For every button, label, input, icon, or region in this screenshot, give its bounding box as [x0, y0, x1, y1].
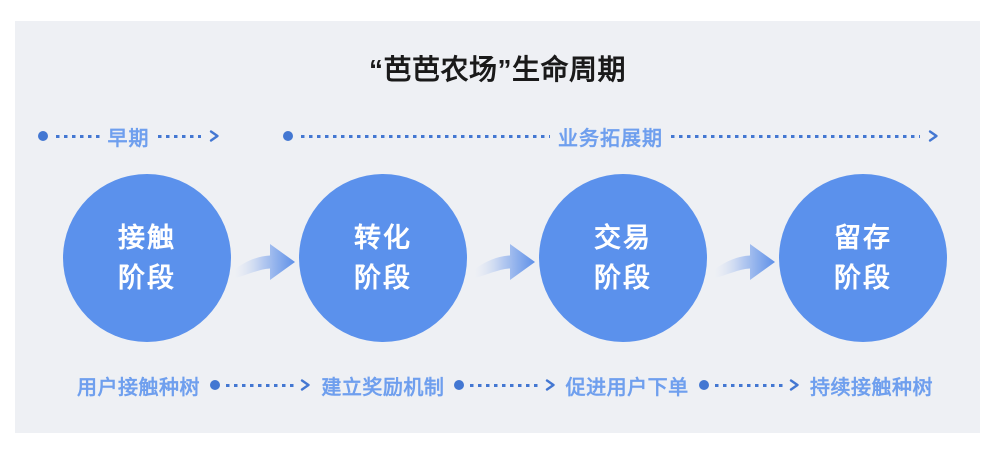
timeline-dot-icon: [38, 131, 48, 141]
stage-label-line2: 阶段: [834, 263, 892, 293]
timeline-expansion-label: 业务拓展期: [558, 127, 663, 150]
stage-label-line2: 阶段: [594, 263, 652, 293]
stage-label-line2: 阶段: [354, 263, 412, 293]
flow-arrow-icon: [475, 244, 535, 280]
timeline-early-label: 早期: [107, 127, 150, 150]
arrow-head-icon: [209, 130, 219, 142]
timeline-dot-icon: [698, 380, 709, 390]
action-label-transaction: 促进用户下单: [565, 376, 689, 399]
stage-circle-conversion: 转化 阶段: [299, 174, 467, 342]
stage-label-line2: 阶段: [118, 263, 176, 293]
timeline-dot-icon: [283, 131, 293, 141]
dashed-line: [226, 383, 295, 387]
timeline-early: 早期: [38, 125, 220, 150]
timeline-dot-icon: [454, 380, 465, 390]
action-label-conversion: 建立奖励机制: [321, 376, 445, 399]
dashed-line: [157, 134, 201, 138]
dashed-line: [301, 134, 550, 138]
diagram-panel: “芭芭农场”生命周期 早期 业务拓展期 接触 阶段 转化 阶段 交易 阶段 留存…: [15, 21, 980, 433]
action-label-contact: 用户接触种树: [77, 376, 200, 399]
stage-label-line1: 接触: [118, 223, 176, 253]
actions-row: 用户接触种树 建立奖励机制 促进用户下单 持续接触种树: [77, 373, 933, 399]
arrow-head-icon: [928, 130, 938, 142]
stage-circle-transaction: 交易 阶段: [539, 174, 707, 342]
timeline-dot-icon: [210, 380, 220, 390]
dashed-line: [56, 134, 100, 138]
arrow-head-icon: [301, 379, 311, 391]
stage-label-line1: 交易: [594, 223, 652, 253]
stage-circle-contact: 接触 阶段: [63, 174, 231, 342]
action-arrow: [454, 378, 555, 392]
stage-circle-retention: 留存 阶段: [779, 174, 947, 342]
page-title: “芭芭农场”生命周期: [368, 54, 626, 85]
action-label-retention: 持续接触种树: [809, 376, 933, 399]
flow-arrow-icon: [715, 244, 775, 280]
arrow-head-icon: [545, 379, 555, 391]
stage-label-line1: 转化: [354, 223, 412, 253]
dashed-line: [671, 134, 920, 138]
stage-label-line1: 留存: [834, 223, 892, 253]
flow-arrow-icon: [235, 244, 295, 280]
timeline-expansion: 业务拓展期: [283, 125, 939, 150]
action-arrow: [210, 378, 311, 392]
arrow-head-icon: [789, 379, 799, 391]
action-arrow: [698, 378, 800, 392]
dashed-line: [714, 383, 783, 387]
dashed-line: [470, 383, 539, 387]
